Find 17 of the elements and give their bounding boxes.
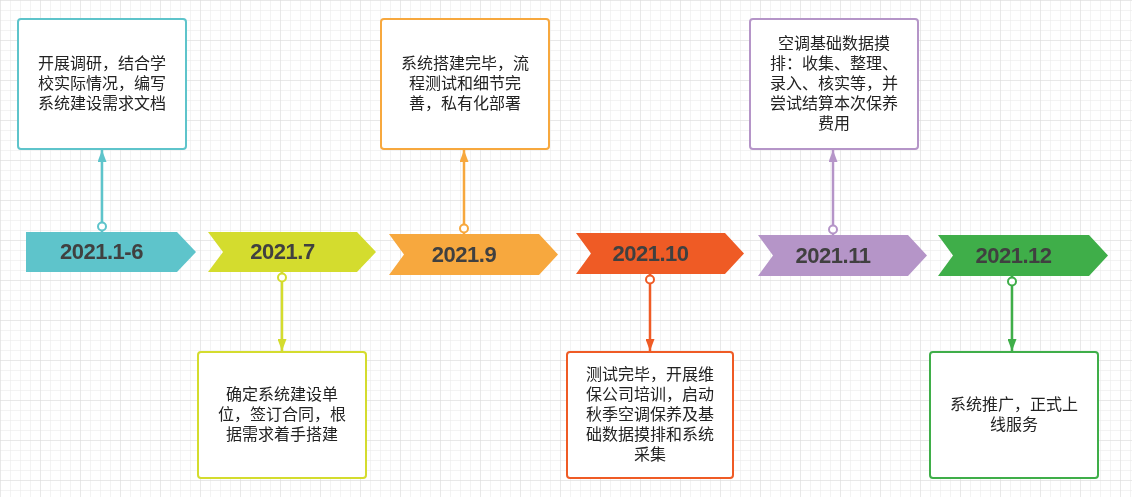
connector-arrow	[828, 150, 838, 235]
connector-arrow	[97, 150, 107, 232]
milestone-box: 空调基础数据摸排：收集、整理、录入、核实等，并尝试结算本次保养费用	[749, 18, 919, 150]
connector-arrow	[645, 274, 655, 351]
milestone-box: 开展调研，结合学校实际情况，编写系统建设需求文档	[17, 18, 187, 150]
date-banner: 2021.10	[576, 233, 744, 274]
milestone-box: 确定系统建设单位，签订合同，根据需求着手搭建	[197, 351, 367, 479]
milestone-box: 系统搭建完毕，流程测试和细节完善，私有化部署	[380, 18, 550, 150]
connector-arrow	[277, 272, 287, 351]
date-banner: 2021.1-6	[26, 232, 196, 272]
connector-arrow	[459, 150, 469, 234]
date-banner: 2021.9	[389, 234, 558, 275]
date-banner: 2021.7	[208, 232, 376, 272]
date-banner: 2021.11	[758, 235, 927, 276]
milestone-box: 系统推广，正式上线服务	[929, 351, 1099, 479]
connector-arrow	[1007, 276, 1017, 351]
milestone-box: 测试完毕，开展维保公司培训，启动秋季空调保养及基础数据摸排和系统采集	[566, 351, 734, 479]
